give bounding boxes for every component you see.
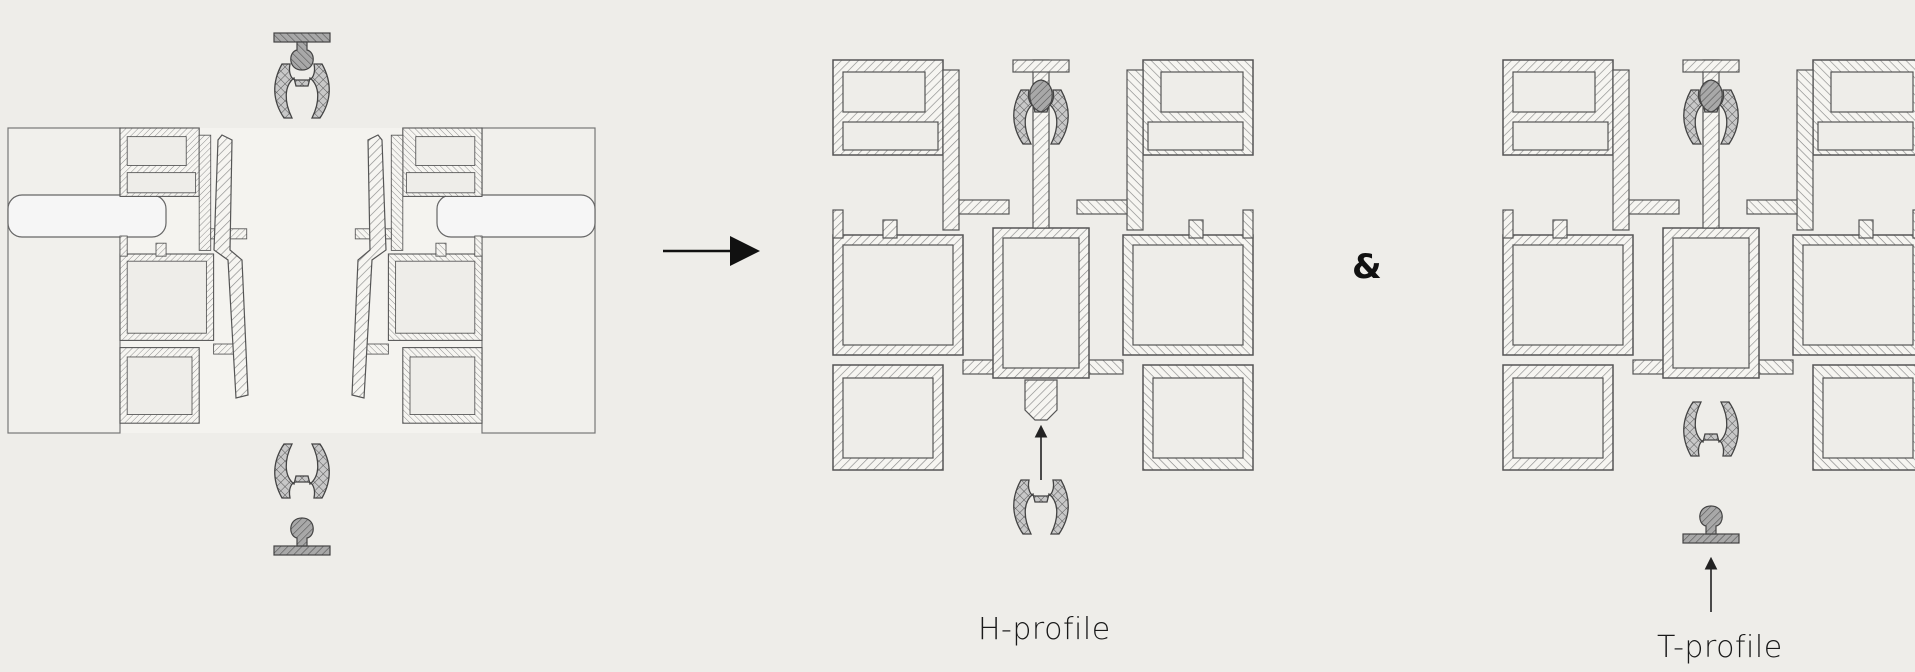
t-core-inner [1672, 237, 1750, 369]
h-profile-assembly [832, 59, 1254, 535]
glass-pane-right [481, 127, 596, 434]
t-frame-right [1746, 59, 1915, 471]
t-profile-label: T-profile [1657, 630, 1783, 665]
t-gasket-bottom-seated [1683, 401, 1739, 457]
t-cap-loose [1682, 505, 1740, 544]
h-gasket-loose [1013, 479, 1069, 535]
glass-insert-right [436, 194, 596, 238]
clip-wall-right [351, 134, 387, 399]
h-gasket-bottom [274, 443, 330, 499]
t-profile-assembly [1502, 59, 1915, 612]
t-frame-left [1502, 59, 1680, 471]
t-top-bar [1682, 59, 1740, 73]
h-lower-channel [1024, 379, 1058, 421]
clip-wall-left [213, 134, 249, 399]
t-cap-bottom [273, 517, 331, 556]
glass-pane-left [7, 127, 121, 434]
ampersand-label: & [1352, 247, 1382, 287]
glass-insert-left [7, 194, 167, 238]
h-gasket-top [274, 63, 330, 119]
h-bulb-top [1029, 79, 1053, 113]
h-profile-label: H-profile [978, 612, 1111, 647]
h-core-inner [1002, 237, 1080, 369]
t-bulb-top [1699, 79, 1723, 113]
h-top-bar [1012, 59, 1070, 73]
exploded-assembly [7, 32, 596, 556]
h-frame-right [1076, 59, 1254, 471]
h-frame-left [832, 59, 1010, 471]
